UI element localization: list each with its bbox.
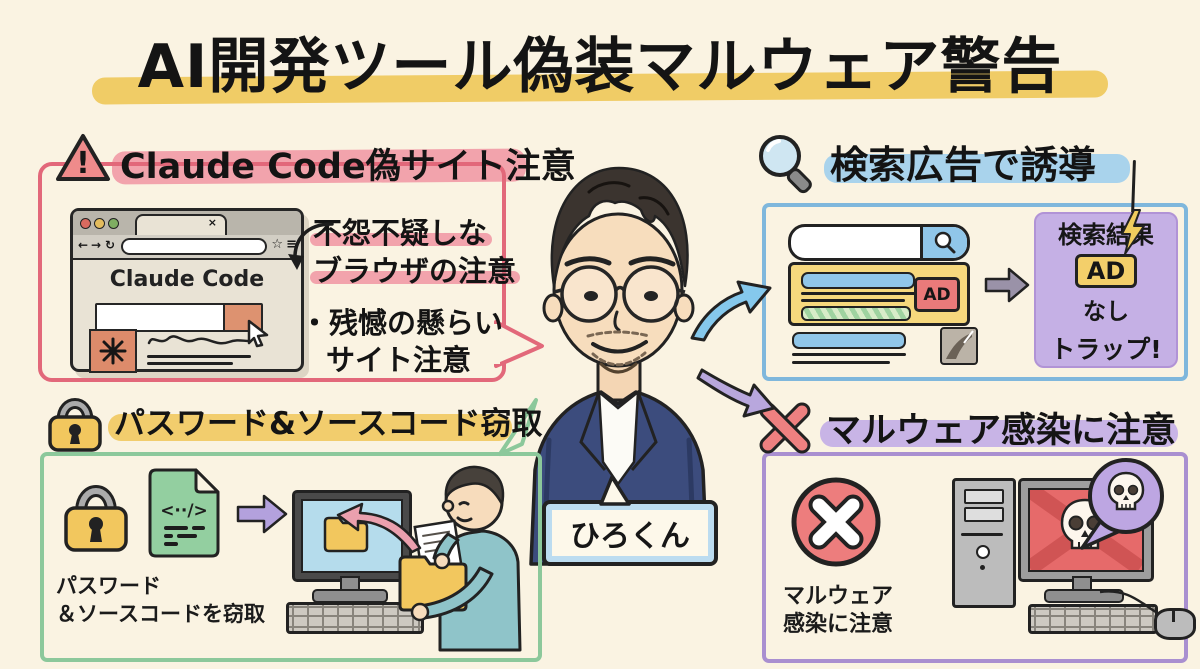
content-line <box>147 355 251 358</box>
ad-title-bar <box>801 272 915 289</box>
warning-triangle-icon: ! <box>56 134 110 181</box>
malware-heading-highlight <box>820 420 1178 447</box>
fake-site-panel <box>38 162 506 382</box>
fake-site-bubble-tail <box>494 320 544 368</box>
tower-power-button <box>976 545 990 559</box>
trap-line2: なし <box>1083 298 1129 325</box>
organic-text-line <box>792 361 890 364</box>
search-heading-highlight <box>824 154 1130 183</box>
fake-page-title: Claude Code <box>109 267 265 292</box>
padlock-large-icon <box>64 485 128 552</box>
tower-slot <box>964 489 1004 504</box>
person-name: ひろくん <box>570 519 690 554</box>
ad-url-bar <box>801 306 911 321</box>
search-button-magnifier-icon <box>934 231 956 254</box>
lightning-bolt-icon <box>1121 209 1145 255</box>
name-bubble-tail <box>599 475 631 506</box>
tower-slot <box>964 507 1004 522</box>
thief-illustration <box>398 465 522 652</box>
trap-ad-badge: AD <box>1074 253 1138 288</box>
steal-panel <box>40 452 542 662</box>
ad-result-card: AD <box>788 262 970 326</box>
traffic-light-yellow <box>94 218 105 229</box>
menu-icon: ≡ <box>286 237 297 252</box>
bookmark-star-icon: ☆ <box>271 237 283 252</box>
ad-badge: AD <box>914 277 960 312</box>
skull-bubble-icon <box>1080 458 1164 550</box>
mouse <box>1154 608 1196 640</box>
arrow-right-icon <box>984 267 1030 303</box>
trap-result-box: 検索結果 AD なし トラップ! <box>1034 212 1178 368</box>
note2-line2: サイト注意 <box>326 343 472 377</box>
malware-caption-line1: マルウェア <box>782 584 893 609</box>
content-line <box>147 362 233 365</box>
fake-input-field <box>95 303 227 332</box>
pointer-arrow-icon <box>288 222 334 270</box>
search-heading: 検索広告で誘導 <box>830 143 1097 187</box>
steal-caption-line1: パスワード <box>56 574 161 598</box>
back-icon: ← <box>78 238 89 252</box>
x-mark-icon <box>759 402 811 454</box>
search-bar <box>788 224 970 261</box>
thumbnail-image <box>940 327 978 365</box>
browser-tab: × <box>135 214 227 235</box>
fake-download-button <box>223 303 263 332</box>
ad-text-line <box>801 299 905 302</box>
padlock-icon <box>48 398 102 452</box>
tower-led <box>980 565 985 570</box>
logo-tile <box>89 329 137 373</box>
url-bar <box>121 238 267 255</box>
browser-titlebar: × <box>73 211 301 237</box>
organic-title-bar <box>792 332 906 349</box>
browser-navbar: ← → ↻ ☆ ≡ <box>73 235 301 260</box>
forward-icon: → <box>91 238 102 252</box>
pc-tower <box>952 478 1016 608</box>
mouse-cable <box>1099 590 1157 614</box>
ad-text-line <box>801 292 921 295</box>
code-glyph: <··/> <box>160 501 208 521</box>
keyboard <box>1028 604 1158 634</box>
trap-line3: トラップ! <box>1050 334 1162 364</box>
malware-caption-line2: 感染に注意 <box>782 612 893 637</box>
steal-panel-tail <box>498 398 538 456</box>
starburst-icon <box>99 337 127 365</box>
malware-panel <box>762 452 1188 663</box>
mouse-divider <box>1172 611 1175 622</box>
error-circle-icon <box>791 477 881 567</box>
monitor-base <box>312 589 388 603</box>
name-label-bubble: ひろくん <box>542 500 718 566</box>
note-underline <box>310 271 520 284</box>
browser-window: × ← → ↻ ☆ ≡ Claude Code <box>70 208 304 373</box>
exfiltration-arrow-icon <box>336 502 422 554</box>
arrow-to-search-icon <box>690 280 772 342</box>
tab-close-icon: × <box>207 216 217 229</box>
arrow-to-malware-icon <box>696 368 776 418</box>
warning-exclaim-glyph: ! <box>76 146 90 181</box>
steal-caption-line2: ＆ソースコードを窃取 <box>56 602 265 626</box>
reload-icon: ↻ <box>105 238 116 252</box>
tower-divider <box>961 533 1003 536</box>
fake-site-heading: Claude Code偽サイト注意 <box>120 147 576 187</box>
steal-heading: パスワード&ソースコード窃取 <box>114 406 543 442</box>
note2-line1: ・残憾の懸らい <box>300 306 504 340</box>
arrow-right-purple-icon <box>236 494 288 534</box>
note1-line1: 不怨不疑しな <box>313 216 488 250</box>
note-underline <box>310 233 492 246</box>
page-title: AI開発ツール偽装マルウェア警告 <box>137 32 1063 102</box>
organic-text-line <box>792 353 906 356</box>
note1-line2: ブラウザの注意 <box>313 254 517 288</box>
magnifier-icon <box>759 135 812 194</box>
search-button <box>920 227 967 258</box>
victim-monitor <box>292 490 412 582</box>
steal-heading-highlight <box>108 414 512 441</box>
cursor-icon <box>247 319 269 348</box>
signature-squiggle <box>147 335 251 345</box>
malware-heading: マルウェア感染に注意 <box>826 411 1177 451</box>
traffic-light-red <box>80 218 91 229</box>
source-code-file-icon: <··/> <box>148 468 220 558</box>
traffic-light-green <box>108 218 119 229</box>
person-illustration <box>529 166 709 566</box>
